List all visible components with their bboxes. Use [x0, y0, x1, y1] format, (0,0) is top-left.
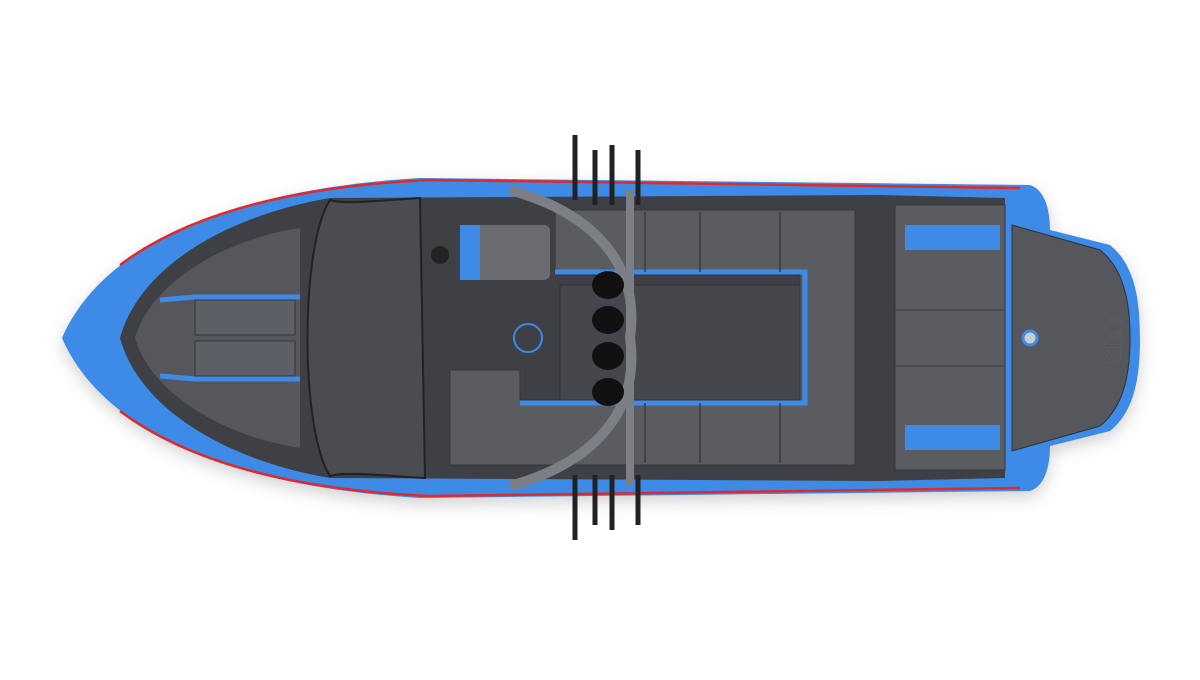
lounge-blue-trim	[520, 269, 808, 406]
axis-logo: AXIS	[1100, 312, 1125, 363]
swim-platform	[1011, 224, 1131, 452]
tower-speakers	[592, 271, 624, 406]
bow-blue-trim-top	[159, 294, 300, 303]
rear-blue-top	[905, 225, 1000, 250]
lounge-cushion-seams	[644, 212, 781, 463]
bow-cushion-bottom	[194, 340, 296, 377]
windshield	[306, 196, 427, 480]
stern-light	[1021, 329, 1039, 347]
board-racks	[572, 135, 641, 540]
floor-cup	[513, 323, 543, 353]
bow-blue-trim-bottom	[159, 373, 300, 382]
bow-seat	[135, 228, 300, 448]
red-stripe-top	[119, 178, 1021, 267]
helm-seat	[460, 225, 550, 280]
red-stripe-bottom	[119, 409, 1021, 498]
bow-cushion-top	[194, 299, 296, 336]
rear-blue-bottom	[905, 425, 1000, 450]
steering-wheel-icon	[431, 246, 449, 264]
helm-seat-accent	[460, 225, 480, 280]
